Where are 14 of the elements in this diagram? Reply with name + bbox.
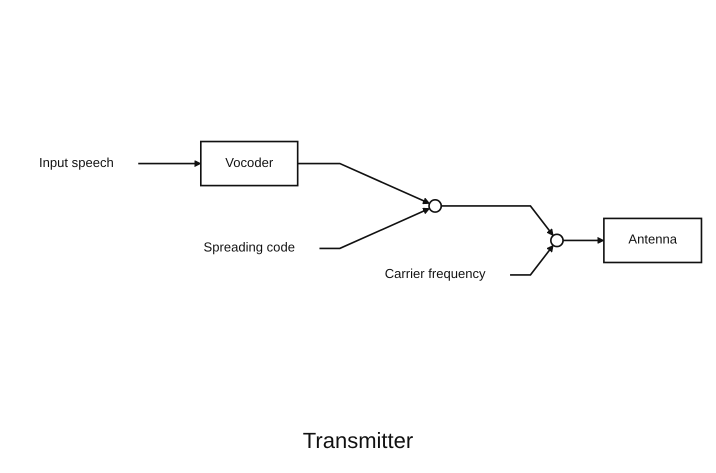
arrow	[138, 160, 202, 168]
node-box: Antenna	[603, 218, 702, 264]
node-text: Carrier frequency	[384, 268, 486, 282]
arrow	[441, 205, 554, 236]
arrow	[563, 237, 604, 244]
node-text: Spreading code	[204, 241, 295, 256]
caption: Transmitter	[302, 428, 414, 454]
arrow	[319, 208, 430, 250]
arrow	[510, 245, 554, 276]
node-circle	[550, 234, 564, 248]
arrow	[298, 163, 430, 204]
node-circle	[428, 199, 442, 214]
node-text: Input speech	[39, 156, 114, 170]
node-box: Vocoder	[200, 140, 298, 187]
